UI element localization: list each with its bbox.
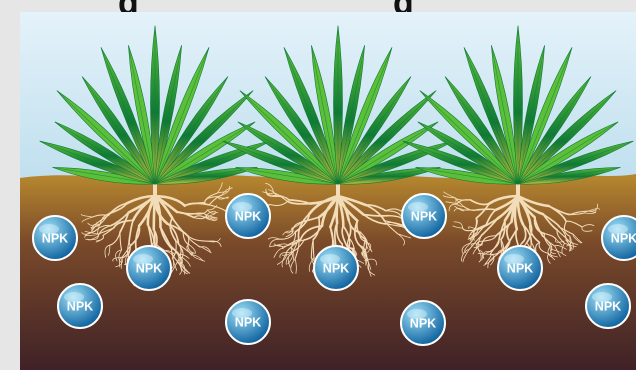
- npk-label: NPK: [235, 316, 261, 330]
- npk-fertilizer-granule-icon: NPK: [602, 216, 636, 260]
- npk-fertilizer-granule-icon: NPK: [58, 284, 102, 328]
- npk-label: NPK: [323, 262, 349, 276]
- npk-fertilizer-granule-icon: NPK: [498, 246, 542, 290]
- npk-label: NPK: [136, 262, 162, 276]
- npk-fertilizer-granule-icon: NPK: [127, 246, 171, 290]
- npk-label: NPK: [410, 317, 436, 331]
- npk-label: NPK: [42, 232, 68, 246]
- npk-label: NPK: [595, 300, 621, 314]
- npk-label: NPK: [235, 210, 261, 224]
- npk-fertilizer-granule-icon: NPK: [226, 300, 270, 344]
- npk-fertilizer-granule-icon: NPK: [401, 301, 445, 345]
- npk-fertilizer-granule-icon: NPK: [402, 194, 446, 238]
- npk-fertilizer-granule-icon: NPK: [586, 284, 630, 328]
- npk-fertilizer-granule-icon: NPK: [226, 194, 270, 238]
- npk-label: NPK: [611, 232, 636, 246]
- npk-label: NPK: [507, 262, 533, 276]
- npk-fertilizer-granule-icon: NPK: [314, 246, 358, 290]
- npk-label: NPK: [67, 300, 93, 314]
- npk-label: NPK: [411, 210, 437, 224]
- npk-fertilizer-granule-icon: NPK: [33, 216, 77, 260]
